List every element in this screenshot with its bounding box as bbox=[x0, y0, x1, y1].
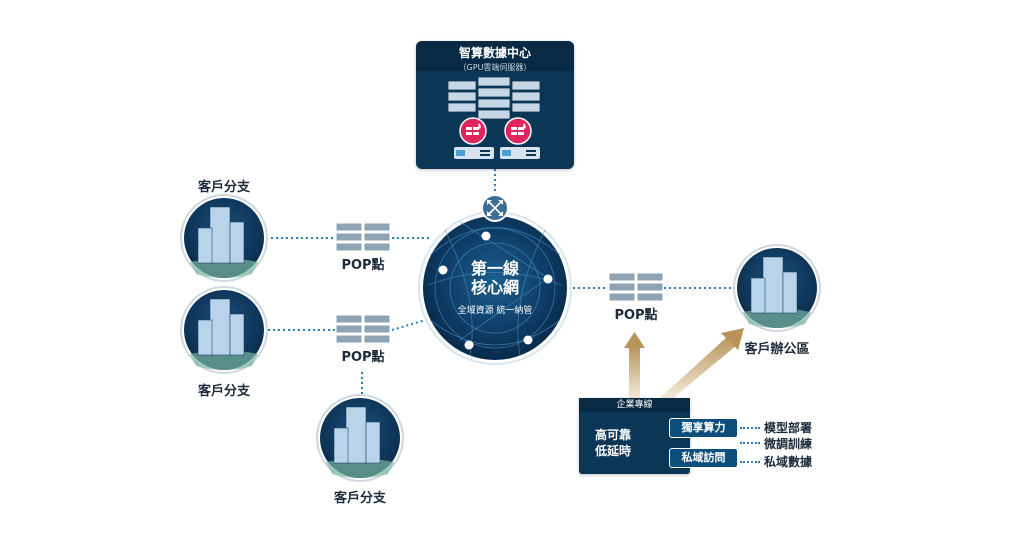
office-label: 客戶辦公區 bbox=[744, 342, 810, 357]
datacenter-title: 智算數據中心 bbox=[458, 46, 531, 60]
firewall-icon-1 bbox=[454, 117, 494, 159]
dedicated-line-features: 高可靠 低延時 bbox=[583, 427, 643, 459]
feature-latency: 低延時 bbox=[594, 444, 631, 458]
pop-label-2: POP點 bbox=[341, 350, 385, 365]
building-icon-branch3 bbox=[316, 394, 404, 482]
building-icon-branch2 bbox=[180, 286, 268, 374]
capability-fine-tuning: 微調訓練 bbox=[764, 437, 813, 451]
gpu-server-rack-icon bbox=[447, 76, 541, 159]
feature-reliability: 高可靠 bbox=[594, 428, 631, 442]
uplink-arrow-pop bbox=[624, 332, 645, 398]
capability-connector-1 bbox=[740, 427, 760, 429]
core-title-line1: 第一線 bbox=[470, 259, 519, 278]
building-icon-office bbox=[733, 244, 821, 332]
core-title-line2: 核心網 bbox=[470, 278, 519, 297]
building-icon-branch1 bbox=[180, 194, 268, 282]
capability-connector-3 bbox=[740, 461, 760, 463]
capability-model-deployment: 模型部署 bbox=[764, 421, 813, 435]
service-exclusive-compute: 獨享算力 bbox=[669, 418, 738, 438]
dedicated-line-header: 企業專線 bbox=[579, 398, 690, 412]
pop-server-icon-2 bbox=[335, 314, 391, 344]
pop-server-icon-1 bbox=[335, 222, 391, 252]
branch-label-1: 客戶分支 bbox=[197, 180, 250, 195]
capability-private-data: 私域數據 bbox=[764, 455, 813, 469]
pop-server-icon-3 bbox=[608, 272, 664, 302]
datacenter-header: 智算數據中心 （GPU雲端伺服器） bbox=[416, 41, 574, 72]
core-subtitle: 全域資源 統一納管 bbox=[457, 306, 533, 316]
uplink-arrow-office bbox=[660, 328, 744, 398]
pop-label-1: POP點 bbox=[341, 258, 385, 273]
branch-label-3: 客戶分支 bbox=[333, 491, 386, 506]
datacenter-subtitle: （GPU雲端伺服器） bbox=[458, 63, 532, 72]
branch-label-2: 客戶分支 bbox=[197, 384, 250, 399]
core-label: 第一線 核心網 全域資源 統一納管 bbox=[440, 259, 550, 316]
service-private-access: 私域訪問 bbox=[669, 448, 738, 468]
datacenter-panel: 智算數據中心 （GPU雲端伺服器） bbox=[416, 41, 574, 169]
hub-icon bbox=[481, 194, 509, 222]
pop-label-3: POP點 bbox=[614, 308, 658, 323]
link-pop2-core bbox=[391, 317, 433, 331]
firewall-icon-2 bbox=[500, 117, 540, 159]
capability-connector-2 bbox=[740, 442, 760, 444]
